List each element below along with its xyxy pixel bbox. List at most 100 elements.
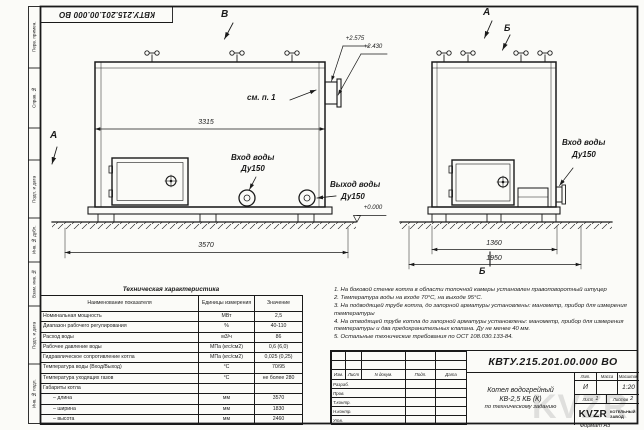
col-docnum: N докум. [361, 369, 406, 380]
format-label: Формат А3 [579, 423, 611, 429]
blank-cell [405, 406, 436, 416]
product-name: Котел водогрейный КВ-2,5 КБ (К) по техни… [466, 373, 574, 425]
tech-cell-value: не более 280 [254, 372, 303, 385]
margin-cell-inv-podl: Инв. № подл. [31, 379, 37, 409]
boiler-front-view [87, 50, 342, 223]
tech-header-value: Значение [254, 295, 303, 312]
tech-cell-unit: °С [198, 372, 255, 385]
blank-cell [435, 397, 467, 407]
elevation-top: +2.575 [345, 36, 365, 42]
tech-cell-name: – ширина [40, 403, 199, 415]
view-arrow-label-v: В [221, 9, 229, 20]
sign-row-label: Т.контр. [331, 397, 406, 407]
valves-front [144, 50, 300, 63]
tech-cell-value: 1830 [254, 403, 303, 415]
blank-cell [361, 351, 406, 361]
notes-block: 1. На боковой стенке котла в области топ… [334, 287, 636, 342]
note-5: 5. Остальные технические требования по О… [334, 334, 514, 341]
tech-header-row: Наименование показателя Единицы измерени… [40, 295, 303, 312]
masshtab-value: 1:20 [617, 381, 639, 395]
col-list: Лист [345, 369, 362, 380]
note-3: 3. На подводящей трубе котла, до запорно… [334, 303, 627, 317]
note-1: 1. На боковой стенке котла в области топ… [334, 287, 607, 293]
tech-cell-value: 0,025 (0,25) [254, 352, 303, 364]
tech-cell-value: 2,5 [254, 310, 303, 323]
sign-row: Н.контр. [331, 406, 467, 416]
margin-cell-podp-data-2: Подп. и дата [31, 321, 37, 349]
product-line2: КВ-2,5 КБ (К) [499, 396, 542, 404]
margin-cell-vzam-inv: Взам. инв. № [31, 269, 37, 299]
outlet-front-label: Выход воды [330, 180, 381, 189]
massa-value [596, 381, 617, 395]
tech-cell-unit: МВт [198, 310, 255, 323]
inlet-front-label: Вход воды [231, 153, 275, 162]
blank-cell [435, 406, 467, 416]
tech-cell-name: Гидравлическое сопротивление котла [40, 352, 199, 364]
blank-cell [345, 360, 362, 370]
tech-cell-value: 3570 [254, 393, 303, 405]
col-izm: Изм. [331, 369, 346, 380]
product-line3: по техническому заданию [484, 404, 557, 411]
tech-cell-unit: мм [198, 403, 255, 415]
tech-cell-name: Температура уходящих газов [40, 372, 199, 385]
sign-row: Разраб. [331, 379, 467, 389]
tech-cell-unit: мм [198, 393, 255, 405]
view-arrow-label-a: А [483, 7, 491, 18]
tech-cell-value: 0,6 (6,0) [254, 341, 303, 354]
titleblock-doc-number: КВТУ.215.201.00.000 ВО [466, 351, 639, 373]
sign-row: Пров. [331, 388, 467, 398]
blank-cell [405, 379, 436, 389]
tech-header-unit: Единицы измерения [198, 295, 255, 312]
tech-cell-name: Температура воды (Вход/Выход) [40, 362, 199, 374]
lit-value: И [574, 381, 596, 395]
change-row [331, 360, 467, 370]
margin-cell-inv-dubl: Инв. № дубл. [31, 225, 37, 255]
sheets-label: Листов [612, 396, 629, 402]
tech-cell-unit: мм [198, 413, 255, 426]
masshtab-header: Масштаб [617, 373, 639, 381]
inlet-side-dn: Ду150 [572, 150, 596, 159]
title-block: Изм. Лист N докум. Подп. Дата Разраб. Пр… [330, 350, 639, 425]
inlet-front-dn: Ду150 [241, 164, 265, 173]
elevation-chimney: +2.430 [363, 44, 383, 50]
change-row [331, 351, 467, 361]
column-header-row: Изм. Лист N докум. Подп. Дата [331, 369, 467, 380]
margin-cell-podp-data-1: Подп. и дата [31, 175, 37, 203]
tech-cell-value: 70/95 [254, 362, 303, 374]
tech-table-title: Техническая характеристика [122, 286, 220, 293]
blank-cell [435, 360, 467, 370]
tech-cell-unit: % [198, 321, 255, 333]
company-cell: KVZR КОТЕЛЬНЫЙ ЗАВОД [574, 404, 639, 425]
elevation-marks [331, 45, 388, 223]
ground-hatch-left [52, 222, 356, 229]
col-data: Дата [435, 369, 467, 380]
sign-row-label: Разраб. [331, 379, 406, 389]
tech-cell-name: – высота [40, 413, 199, 426]
blank-cell [435, 351, 467, 361]
kvzr-logo: KVZR [578, 409, 608, 420]
sheets-total-cell: Листов 2 [606, 395, 639, 404]
outlet-front-dn: Ду150 [341, 192, 365, 201]
tech-cell-unit: м3/ч [198, 331, 255, 343]
sheet-value: 1 [595, 396, 599, 402]
dim-3570: 3570 [198, 242, 214, 249]
margin-cell-perv-primen: Перв. примен. [31, 21, 37, 53]
tech-cell-value: 2460 [254, 413, 303, 426]
tech-cell-unit: МПа (кгс/см2) [198, 352, 255, 364]
blank-cell [405, 351, 436, 361]
blank-cell [331, 351, 346, 361]
tech-cell-unit [198, 383, 255, 395]
dimension-lines [64, 127, 582, 270]
company-name: КОТЕЛЬНЫЙ ЗАВОД [610, 409, 635, 419]
tech-table: Наименование показателя Единицы измерени… [40, 295, 303, 426]
tech-cell-name: Расход воды [40, 331, 199, 343]
blank-cell [405, 388, 436, 398]
blank-cell [435, 415, 467, 425]
margin-cell-sprav: Справ. № [31, 87, 37, 109]
